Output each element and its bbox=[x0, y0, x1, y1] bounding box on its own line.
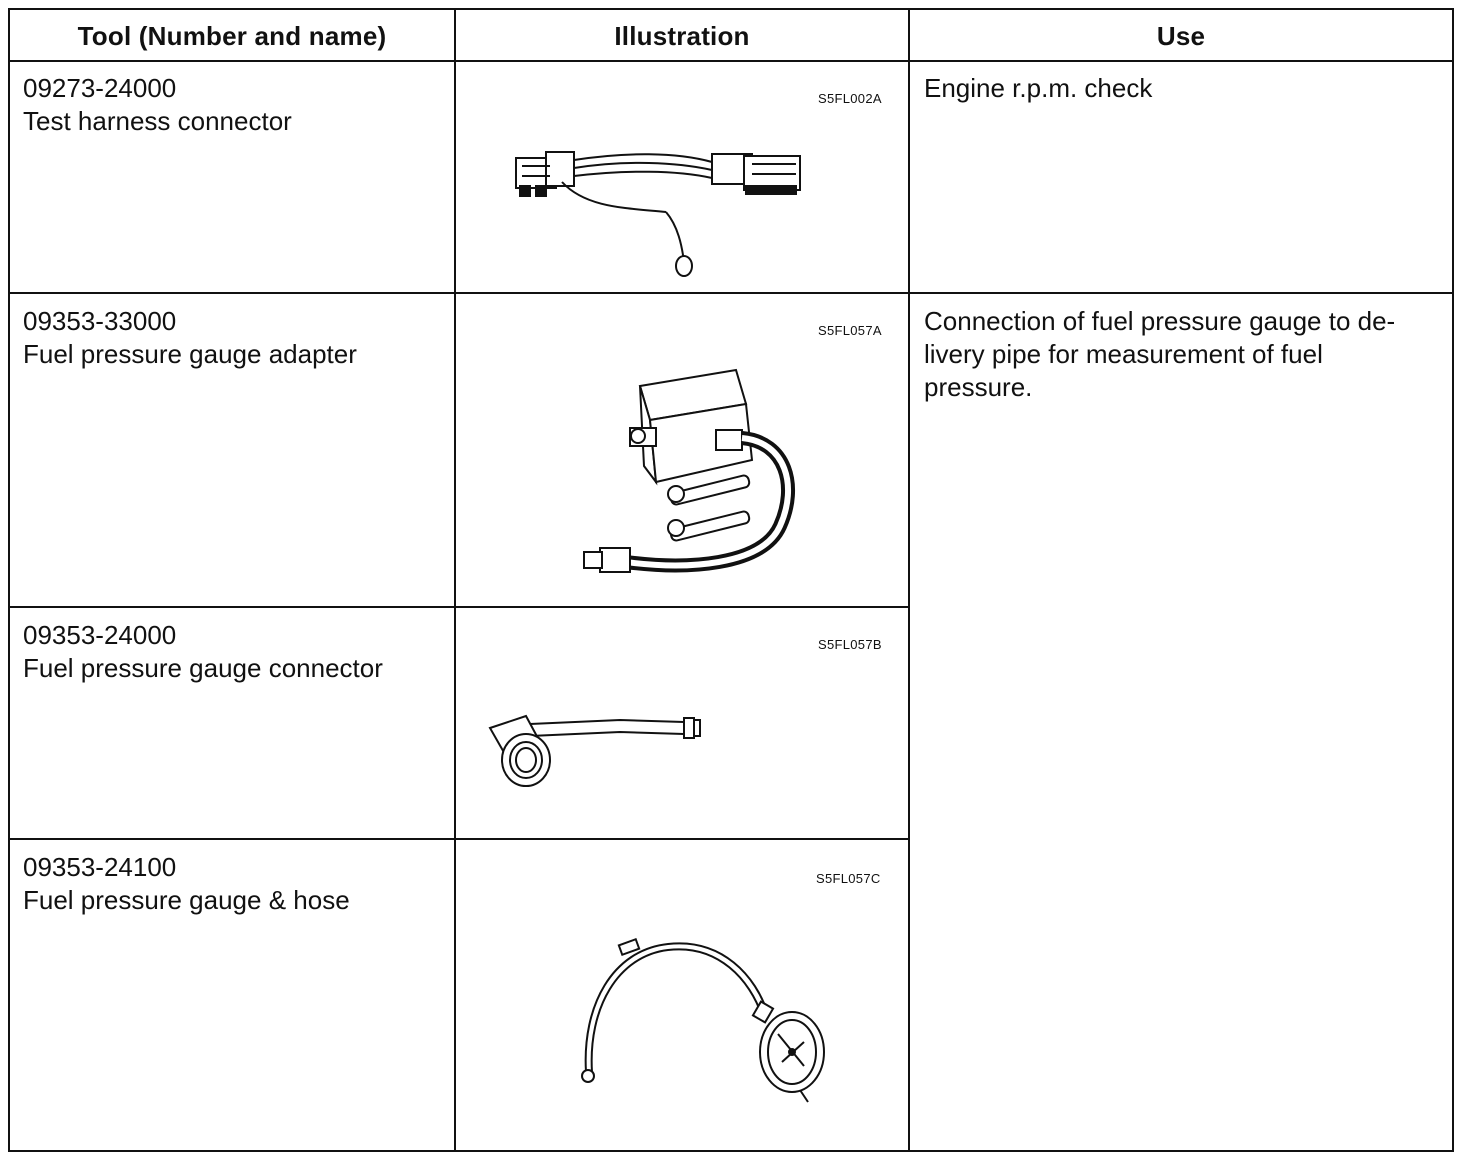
special-tools-table: Tool (Number and name) Illustration Use … bbox=[8, 8, 1454, 1152]
tool-name: Test harness connector bbox=[23, 106, 292, 136]
tool-number: 09353-24000 bbox=[23, 620, 177, 650]
tool-use: Engine r.p.m. check bbox=[924, 73, 1153, 103]
header-illustration: Illustration bbox=[614, 20, 750, 51]
tool-name: Fuel pressure gauge & hose bbox=[23, 885, 350, 915]
tool-number: 09353-24100 bbox=[23, 852, 177, 882]
tool-number: 09353-33000 bbox=[23, 306, 177, 336]
column-divider bbox=[908, 10, 910, 1150]
figure-code: S5FL002A bbox=[818, 91, 882, 106]
tool-use: Connection of fuel pressure gauge to de-… bbox=[924, 306, 1396, 402]
header-divider bbox=[10, 60, 1452, 62]
fuel-pressure-gauge-hose-illustration bbox=[572, 926, 842, 1126]
figure-code: S5FL057B bbox=[818, 637, 882, 652]
test-harness-connector-illustration bbox=[506, 138, 826, 278]
fuel-pressure-gauge-connector-illustration bbox=[480, 702, 720, 792]
header-tool: Tool (Number and name) bbox=[77, 20, 387, 51]
fuel-pressure-gauge-adapter-illustration bbox=[566, 356, 806, 588]
header-use: Use bbox=[1156, 20, 1206, 51]
tool-name: Fuel pressure gauge connector bbox=[23, 653, 383, 683]
row-divider bbox=[10, 606, 910, 608]
tool-number: 09273-24000 bbox=[23, 73, 177, 103]
column-divider bbox=[454, 10, 456, 1150]
tool-name: Fuel pressure gauge adapter bbox=[23, 339, 357, 369]
figure-code: S5FL057A bbox=[818, 323, 882, 338]
figure-code: S5FL057C bbox=[816, 871, 881, 886]
row-divider bbox=[10, 292, 1452, 294]
row-divider bbox=[10, 838, 910, 840]
